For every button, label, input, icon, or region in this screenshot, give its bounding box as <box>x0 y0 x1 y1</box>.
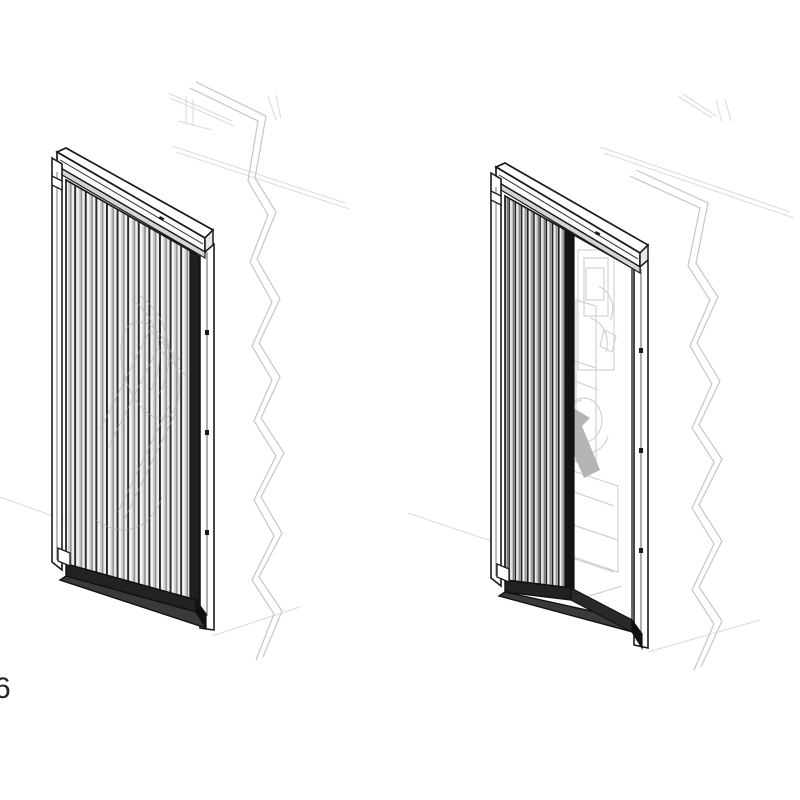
right-figure-bottom-rail <box>497 579 643 651</box>
right-figure-folded-slat-stack <box>504 194 572 589</box>
floor-line-right <box>407 512 761 653</box>
left-figure-ghost-interior <box>95 295 187 531</box>
right-figure-jamb-post <box>633 252 649 649</box>
left-figure-top-rail <box>55 147 215 260</box>
right-figure-top-rail <box>494 162 650 275</box>
left-figure-lead-post <box>189 249 200 605</box>
break-line-left <box>189 81 285 661</box>
motion-arrow <box>572 400 600 478</box>
left-figure-slat-field <box>65 178 197 602</box>
left-figure-bottom-corner-plate <box>57 547 71 567</box>
left-figure-hinge-post <box>51 156 63 572</box>
left-figure-bottom-rail <box>58 563 208 631</box>
left-figure-jamb-post <box>199 235 215 631</box>
figure-right-folding-door-open <box>490 162 650 651</box>
right-figure-hinge-post <box>490 171 502 588</box>
break-line-right <box>629 169 723 671</box>
ceiling-track-lines-right <box>599 93 795 219</box>
ceiling-track-lines-left <box>167 92 350 210</box>
right-figure-lead-post <box>565 230 575 591</box>
right-figure-bottom-corner-plate <box>496 563 510 583</box>
right-figure-interior-ghost <box>572 249 623 601</box>
figure-left-folding-door-closed <box>51 147 215 631</box>
ghost-construction-geometry <box>0 92 795 653</box>
page-number: 6 <box>0 672 11 705</box>
